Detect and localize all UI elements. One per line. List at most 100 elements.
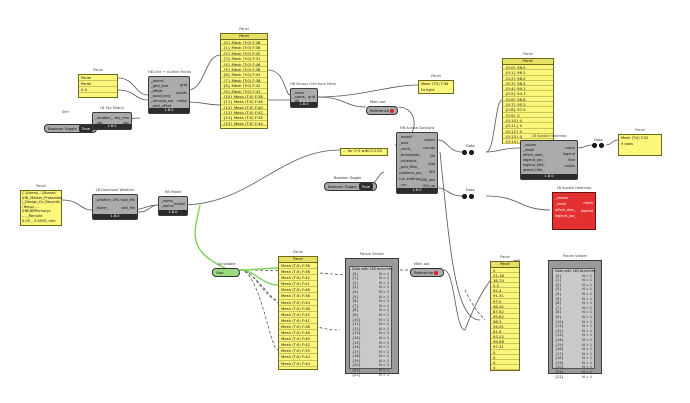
panel[interactable]: Mesh (T:0) F:38 Fo light	[418, 80, 454, 94]
input-port[interactable]: _weather_URL	[95, 198, 120, 202]
lb-weather-node[interactable]: _weather_URL _folder_ epw_file stat_file…	[92, 194, 138, 220]
input-port[interactable]: _wea	[399, 141, 408, 145]
output-port[interactable]: grid	[180, 83, 187, 87]
viewer-row[interactable]: {1}N = 1	[553, 278, 594, 283]
viewer-row[interactable]: {16}N = 1	[553, 347, 594, 352]
output-port[interactable]: stat_file	[121, 206, 135, 210]
panel[interactable]: Panel {0} Mesh (T:0) F:38{1} Mesh (T:0) …	[220, 33, 268, 129]
viewer-row[interactable]: {9}N = 1	[553, 315, 594, 320]
viewer-row[interactable]: {13}N = 1	[553, 333, 594, 338]
input-port[interactable]: _north_	[399, 147, 412, 151]
param-viewer[interactable]: Data with 183 branches{0}N = 1{1}N = 1{2…	[548, 260, 602, 379]
panel[interactable]: C:\Users\...\Shared\HB_Master_Protection…	[20, 190, 62, 226]
input-port[interactable]: _rooms	[151, 79, 164, 83]
viewer-row[interactable]: {0}N = 1	[350, 272, 391, 277]
output-port[interactable]: grid	[308, 95, 315, 99]
viewer-row[interactable]: {21}N = 1	[553, 370, 594, 375]
viewer-row[interactable]: {7}N = 1	[553, 306, 594, 311]
viewer-row[interactable]: {3}N = 1	[350, 285, 391, 290]
viewer-row[interactable]: {11}N = 1	[350, 322, 391, 327]
viewer-row[interactable]: {11}N = 1	[553, 324, 594, 329]
viewer-row[interactable]: {5}N = 1	[350, 295, 391, 300]
output-port[interactable]: results	[423, 146, 435, 150]
input-port[interactable]: _wall_offset	[151, 104, 172, 108]
input-port[interactable]: legend_par_	[555, 214, 577, 218]
viewer-row[interactable]: {22}N = 1	[350, 373, 391, 378]
viewer-row[interactable]: {13}N = 1	[350, 331, 391, 336]
output-port[interactable]: mesh	[565, 146, 575, 150]
relay-dot[interactable]	[469, 194, 474, 199]
panel[interactable]: Panel Panel 0.0	[78, 74, 118, 98]
input-port[interactable]: _remove_out	[151, 99, 174, 103]
panel[interactable]: Panel {0;0} 96.5{0;1} 96.2{0;2} 96.0{0;3…	[502, 58, 554, 145]
viewer-row[interactable]: {19}N = 1	[553, 361, 594, 366]
input-port[interactable]: _mesh	[523, 148, 535, 152]
input-port[interactable]: _values	[555, 196, 569, 200]
viewer-row[interactable]: {1}N = 1	[350, 276, 391, 281]
input-port[interactable]: _dir_	[293, 99, 302, 103]
viewer-row[interactable]: {17}N = 1	[350, 350, 391, 355]
input-port[interactable]: _sky_	[95, 121, 105, 125]
input-port[interactable]: _grid_filter_	[399, 165, 420, 169]
relay-dot[interactable]	[592, 143, 597, 148]
output-port[interactable]: UDI_up	[422, 184, 435, 188]
input-port[interactable]: _model	[399, 135, 412, 139]
output-port[interactable]: cDA	[428, 162, 435, 166]
viewer-row[interactable]: {20}N = 1	[553, 365, 594, 370]
hb-model-node[interactable]: _name_ _rooms model 1.8.0	[158, 196, 188, 216]
param-viewer[interactable]: Data with 183 branches{0}N = 1{1}N = 1{2…	[345, 258, 399, 377]
viewer-row[interactable]: {14}N = 1	[350, 336, 391, 341]
output-port[interactable]: legend	[563, 152, 575, 156]
viewer-row[interactable]: {19}N = 1	[350, 359, 391, 364]
viewer-row[interactable]: {10}N = 1	[350, 318, 391, 323]
viewer-row[interactable]: {10}N = 1	[553, 320, 594, 325]
input-port[interactable]: _mesh	[293, 91, 305, 95]
relay-pill[interactable]: Reference	[410, 268, 444, 277]
heatmap-error-node[interactable]: _values _mesh offset_dom_ legend_par_ me…	[552, 192, 596, 230]
viewer-row[interactable]: {2}N = 1	[553, 283, 594, 288]
viewer-row[interactable]: {7}N = 1	[350, 304, 391, 309]
hb-grid-node[interactable]: _rooms _grid_size _offset _quad_only _re…	[148, 76, 190, 114]
relay-pill[interactable]: Reference	[366, 106, 398, 115]
input-port[interactable]: _values	[523, 143, 537, 147]
toggle-value[interactable]: True	[78, 125, 93, 132]
input-port[interactable]: run_settings_	[399, 177, 423, 181]
output-port[interactable]: sky_mtx	[114, 116, 129, 120]
input-port[interactable]: legend_par_	[523, 158, 545, 162]
input-port[interactable]: _thresholds_	[399, 153, 421, 157]
input-port[interactable]: _grid_size	[151, 84, 169, 88]
input-port[interactable]: radiance_par_	[399, 171, 424, 175]
input-port[interactable]: _name_	[293, 95, 307, 99]
output-port[interactable]: model	[174, 202, 185, 206]
viewer-row[interactable]: {4}N = 1	[350, 290, 391, 295]
viewer-row[interactable]: {5}N = 1	[553, 297, 594, 302]
output-port[interactable]: mesh	[177, 99, 187, 103]
output-port[interactable]: legend	[581, 209, 593, 213]
toggle-value[interactable]: True	[358, 183, 373, 190]
viewer-row[interactable]: {18}N = 1	[350, 354, 391, 359]
viewer-row[interactable]: {21}N = 1	[350, 368, 391, 373]
hb-annual-daylight-node[interactable]: _model _wea _north_ _thresholds_ _schedu…	[396, 132, 438, 194]
input-port[interactable]: global_title_	[523, 168, 545, 172]
output-port[interactable]: colors	[564, 164, 575, 168]
lb-spatial-heatmap-node[interactable]: _values _mesh offset_dom_ legend_par_ le…	[520, 140, 578, 180]
hb-sensor-grid-node[interactable]: _mesh _name_ _dir_ grid 1.8.0	[290, 88, 318, 108]
viewer-row[interactable]: {15}N = 1	[553, 343, 594, 348]
viewer-row[interactable]: {6}N = 1	[350, 299, 391, 304]
input-port[interactable]: offset_dom_	[523, 153, 545, 157]
input-port[interactable]: _run	[399, 183, 407, 187]
input-port[interactable]: _quad_only	[151, 94, 171, 98]
output-port[interactable]: epw_file	[120, 198, 135, 202]
viewer-row[interactable]: {9}N = 1	[350, 313, 391, 318]
viewer-row[interactable]: {4}N = 1	[553, 292, 594, 297]
input-port[interactable]: legend_title_	[523, 163, 546, 167]
component-node[interactable]: _location_ _sky_ sky_mtx sky 1.8.0	[92, 112, 132, 130]
panel[interactable]: Mesh (T:0) F:22 9 rows	[618, 134, 662, 156]
input-port[interactable]: offset_dom_	[555, 208, 577, 212]
output-port[interactable]: mesh	[583, 201, 593, 205]
